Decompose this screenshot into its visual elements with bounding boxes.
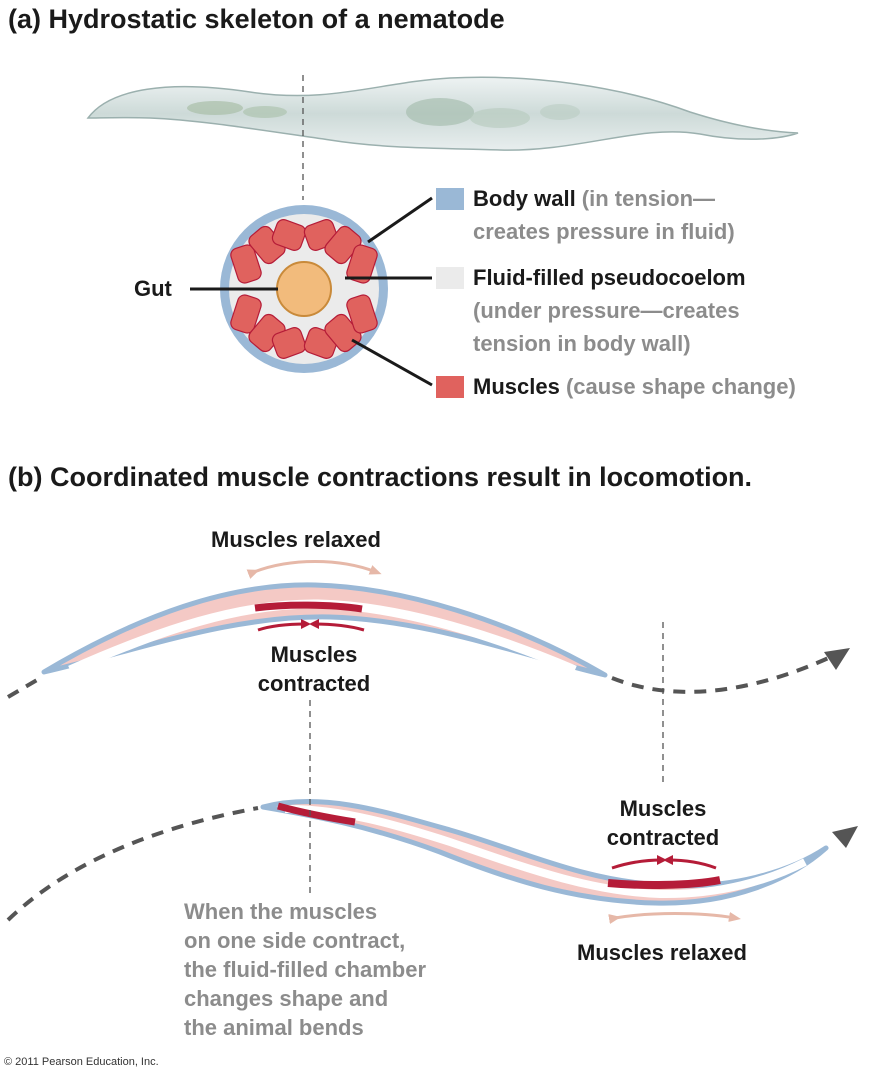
trajectory-arrowhead-bottom <box>832 826 858 848</box>
contracted-arrow-top-right <box>309 619 365 632</box>
copyright-notice: © 2011 Pearson Education, Inc. <box>4 1056 159 1068</box>
legend-swatch-muscles <box>436 376 464 398</box>
trajectory-lines <box>6 653 836 922</box>
gut-label: Gut <box>134 276 172 301</box>
contracted-arrow-top-left <box>257 619 311 632</box>
legend-item-muscles: Muscles (cause shape change) <box>473 374 796 399</box>
legend-swatch-body-wall <box>436 188 464 210</box>
nematode-illustration <box>86 76 799 151</box>
contracted-arrow-bottom-right <box>663 855 717 870</box>
worm-bottom <box>260 799 829 906</box>
legend-swatch-pseudocoelom <box>436 267 464 289</box>
worm-top <box>41 582 608 678</box>
relaxed-arrow-top <box>246 560 382 579</box>
panel-a-title: (a) Hydrostatic skeleton of a nematode <box>8 4 505 34</box>
label-bottom-relaxed: Muscles relaxed <box>577 940 747 965</box>
gut-shape <box>276 261 332 317</box>
panel-b-title: (b) Coordinated muscle contractions resu… <box>8 462 753 492</box>
label-top-relaxed: Muscles relaxed <box>211 527 381 552</box>
panel-a-leader-lines <box>190 196 433 387</box>
contracted-arrow-bottom-left <box>611 855 667 870</box>
legend-item-pseudocoelom: Fluid-filled pseudocoelom (under pressur… <box>473 265 746 356</box>
cross-section <box>220 205 388 373</box>
legend-item-body-wall: Body wall (in tension— creates pressure … <box>473 186 735 244</box>
relaxed-arrow-bottom <box>608 912 741 924</box>
trajectory-arrowhead-top <box>824 648 850 670</box>
explanation-note: When the muscles on one side contract, t… <box>184 899 427 1040</box>
